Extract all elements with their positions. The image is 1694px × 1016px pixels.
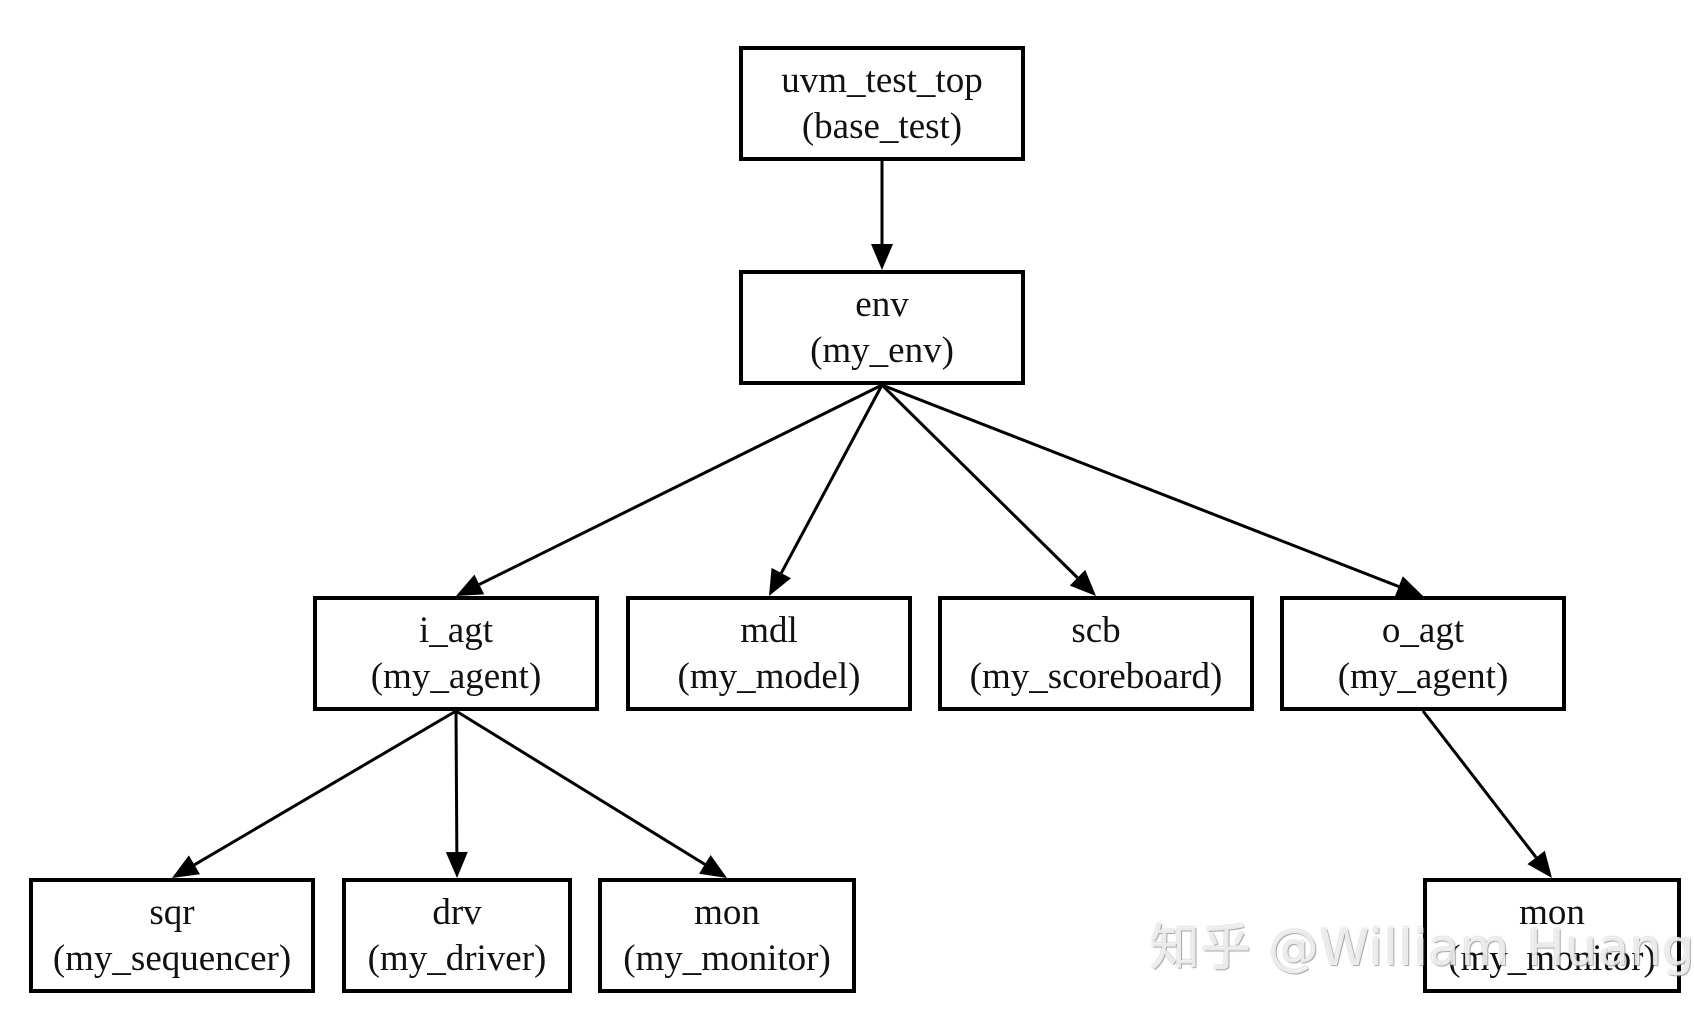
node-type: (my_sequencer) [52,937,292,979]
node-o-mon: mon (my_monitor) [1423,878,1681,993]
edge-i_agt-to-drv [454,710,459,853]
edge-i_agt-to-i_mon [455,709,706,866]
edge-env-to-mdl [779,384,884,574]
edge-env-to-i_agt [478,383,883,586]
node-uvm-test-top: uvm_test_top (base_test) [739,46,1025,161]
arrowhead-i_agt-to-i_mon [699,854,727,878]
node-type: (my_model) [677,655,861,697]
node-type: (my_agent) [1337,655,1509,697]
node-name: scb [1071,609,1121,651]
arrowhead-uvm_test_top-to-env [871,244,893,270]
arrowhead-env-to-scb [1069,569,1096,596]
node-name: env [855,283,909,325]
edge-o_agt-to-o_mon [1421,710,1538,859]
node-env: env (my_env) [739,270,1025,385]
node-name: sqr [149,891,195,933]
arrowhead-i_agt-to-sqr [172,855,200,878]
arrowhead-i_agt-to-drv [445,851,468,878]
node-type: (my_scoreboard) [969,655,1223,697]
node-o-agt: o_agt (my_agent) [1280,596,1566,711]
node-mdl: mdl (my_model) [626,596,912,711]
arrowhead-env-to-o_agt [1394,576,1423,597]
node-i-agt: i_agt (my_agent) [313,596,599,711]
node-name: o_agt [1381,609,1465,651]
node-drv: drv (my_driver) [342,878,572,993]
node-name: uvm_test_top [781,59,983,101]
node-name: mon [694,891,760,933]
arrowhead-o_agt-to-o_mon [1527,850,1552,878]
node-i-mon: mon (my_monitor) [598,878,856,993]
node-type: (my_agent) [370,655,542,697]
node-type: (my_monitor) [1448,937,1656,979]
edge-env-to-o_agt [881,383,1400,588]
edge-env-to-scb [880,383,1079,579]
node-name: drv [432,891,482,933]
node-name: mon [1519,891,1585,933]
arrowhead-env-to-i_agt [456,574,485,596]
node-type: (my_monitor) [623,937,831,979]
node-scb: scb (my_scoreboard) [938,596,1254,711]
node-type: (my_env) [810,329,954,371]
node-name: mdl [740,609,798,651]
node-name: i_agt [419,609,493,651]
node-sqr: sqr (my_sequencer) [29,878,315,993]
node-type: (base_test) [801,105,963,147]
arrowhead-env-to-mdl [769,567,791,596]
node-type: (my_driver) [367,937,547,979]
edge-i_agt-to-sqr [193,709,457,867]
